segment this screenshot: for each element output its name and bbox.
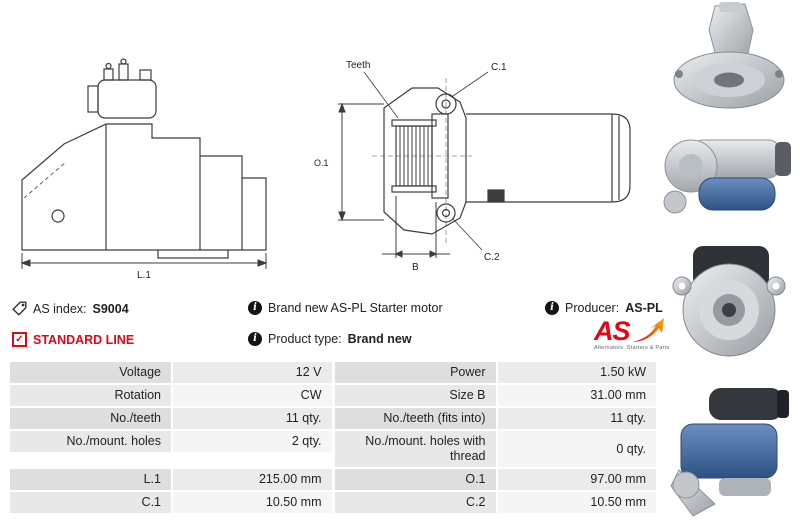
producer: i Producer: AS-PL [545, 301, 663, 315]
spec-label: Voltage [10, 362, 171, 383]
producer-label: Producer: [565, 301, 620, 315]
spec-table-right: Power 1.50 kW Size B 31.00 mm No./teeth … [334, 362, 656, 515]
spec-label: No./mount. holes [10, 431, 171, 452]
spec-value: 11 qty. [173, 408, 332, 429]
standard-line-label: STANDARD LINE [33, 332, 135, 347]
spec-label: Power [334, 362, 496, 383]
spec-value: 10.50 mm [497, 492, 656, 513]
dim-label-c2: C.2 [484, 252, 500, 263]
info-icon: i [248, 332, 262, 346]
spec-value: CW [173, 385, 332, 406]
technical-drawing-front-view: O.1 Teeth C.1 C.2 B [314, 60, 631, 273]
spec-left-top-group: Voltage 12 V Rotation CW No./teeth 11 qt… [10, 362, 332, 454]
label-teeth: Teeth [346, 60, 370, 71]
spec-value: 10.50 mm [173, 492, 332, 513]
as-index-value: S9004 [92, 301, 129, 316]
asp-logo-swoosh-icon [631, 318, 664, 342]
spec-row-power: Power 1.50 kW [334, 362, 656, 383]
brand-new-text: Brand new AS-PL Starter motor [268, 301, 443, 315]
spec-left-bottom-group: L.1 215.00 mm C.1 10.50 mm [10, 469, 332, 515]
standard-line-badge: ✓ STANDARD LINE [12, 332, 134, 347]
dim-label-l1: L.1 [137, 270, 151, 280]
spec-row-l1: L.1 215.00 mm [10, 469, 332, 490]
checkbox-icon: ✓ [12, 332, 27, 347]
dim-label-o1: O.1 [314, 158, 329, 168]
dim-label-c1: C.1 [491, 62, 507, 73]
spec-row-no-teeth: No./teeth 11 qty. [10, 408, 332, 429]
spec-right-bottom-group: O.1 97.00 mm C.2 10.50 mm [334, 469, 656, 515]
spec-row-mount-holes-thread: No./mount. holes with thread 0 qty. [334, 431, 656, 467]
technical-drawing-side-view: L.1 [20, 58, 268, 280]
spec-row-c2: C.2 10.50 mm [334, 492, 656, 513]
product-photo-angled-view [663, 139, 791, 214]
spec-value: 31.00 mm [497, 385, 656, 406]
spec-label: No./teeth [10, 408, 171, 429]
asp-logo-row: AS [594, 316, 666, 346]
spec-value: 215.00 mm [173, 469, 332, 490]
spec-label: No./teeth (fits into) [334, 408, 496, 429]
asp-logo-subtitle: Alternators. Starters & Parts [594, 345, 670, 351]
info-icon: i [545, 301, 559, 315]
spec-tables: Voltage 12 V Rotation CW No./teeth 11 qt… [10, 362, 656, 515]
spec-row-c1: C.1 10.50 mm [10, 492, 332, 513]
producer-value: AS-PL [625, 301, 663, 315]
spec-label: L.1 [10, 469, 171, 490]
spec-label: Size B [334, 385, 496, 406]
product-photo-top-view [673, 2, 785, 109]
spec-table-left: Voltage 12 V Rotation CW No./teeth 11 qt… [10, 362, 332, 515]
spec-right-top-group: Power 1.50 kW Size B 31.00 mm No./teeth … [334, 362, 656, 469]
info-icon: i [248, 301, 262, 315]
spec-value: 97.00 mm [497, 469, 656, 490]
spec-label: O.1 [334, 469, 496, 490]
spec-row-teeth-fits-into: No./teeth (fits into) 11 qty. [334, 408, 656, 429]
dim-label-b: B [412, 262, 419, 273]
asp-logo-text: AS [594, 316, 631, 346]
spec-row-mount-holes: No./mount. holes 2 qty. [10, 431, 332, 452]
product-type-label: Product type: [268, 332, 342, 346]
spec-label: No./mount. holes with thread [334, 431, 496, 467]
spec-value: 1.50 kW [497, 362, 656, 383]
as-index: AS index: S9004 [12, 301, 129, 316]
spec-label: Rotation [10, 385, 171, 406]
spec-value: 2 qty. [173, 431, 332, 452]
spec-row-o1: O.1 97.00 mm [334, 469, 656, 490]
product-type-value: Brand new [347, 332, 412, 346]
as-index-label: AS index: [33, 301, 87, 316]
product-photo-front-view [672, 246, 786, 357]
spec-row-voltage: Voltage 12 V [10, 362, 332, 383]
asp-logo: AS Alternators. Starters & Parts [594, 316, 670, 352]
spec-row-rotation: Rotation CW [10, 385, 332, 406]
spec-row-size-b: Size B 31.00 mm [334, 385, 656, 406]
tag-icon [12, 301, 27, 316]
brand-new-note: i Brand new AS-PL Starter motor [248, 301, 443, 315]
spec-value: 11 qty. [497, 408, 656, 429]
product-photo-side-view [670, 388, 789, 517]
product-type: i Product type: Brand new [248, 332, 412, 346]
product-photos [658, 0, 800, 523]
spec-label: C.2 [334, 492, 496, 513]
spec-label: C.1 [10, 492, 171, 513]
spec-value: 0 qty. [497, 431, 656, 467]
spec-value: 12 V [173, 362, 332, 383]
